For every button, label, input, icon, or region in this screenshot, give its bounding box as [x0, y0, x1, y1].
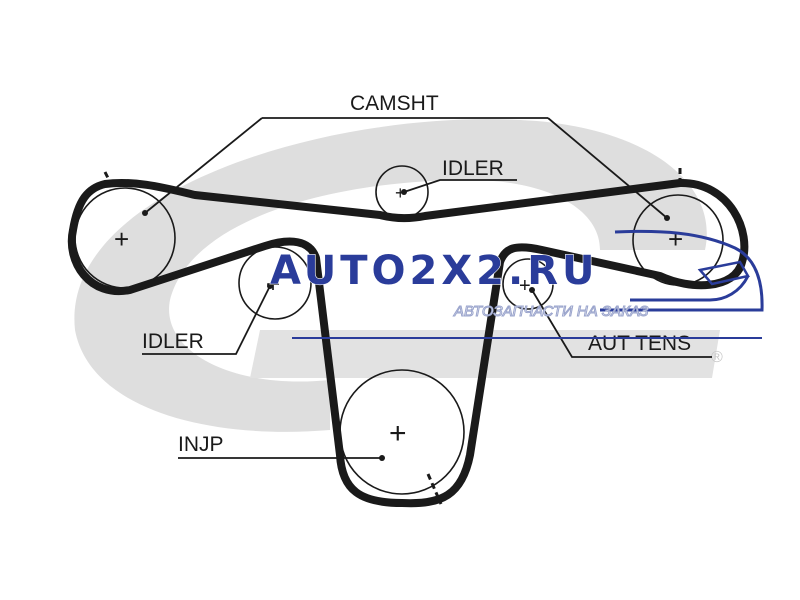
center-mark-tensioner: + [519, 275, 531, 297]
watermark-tagline: АВТОЗАПЧАСТИ НА ЗАКАЗ [453, 303, 649, 320]
watermark-car-icon [600, 229, 764, 312]
leader-idler-left [142, 285, 271, 355]
leader-idler-top [403, 179, 517, 193]
leader-camsht-to-left [144, 117, 263, 214]
timing-mark-left [103, 171, 114, 187]
center-mark-cam-right: + [668, 224, 683, 254]
center-mark-injp: + [389, 417, 407, 450]
watermark: AUTO2X2.RU АВТОЗАПЧАСТИ НА ЗАКАЗ [269, 229, 764, 339]
registered-mark: ® [711, 349, 723, 366]
leader-camsht-to-right [547, 117, 668, 219]
center-mark-idler-top: + [395, 183, 406, 203]
center-mark-idler-left: + [266, 271, 280, 298]
label-aut-tens: AUT TENS [588, 332, 691, 355]
tensioner-pulley [502, 258, 554, 310]
timing-belt [67, 178, 749, 508]
center-mark-cam-left: + [114, 224, 129, 254]
leader-lines [142, 117, 712, 459]
timing-mark-bottom [426, 473, 443, 505]
label-camsht: CAMSHT [350, 92, 439, 115]
leader-dots [142, 189, 670, 461]
timing-marks [103, 168, 682, 505]
leader-aut-tens [531, 289, 712, 358]
label-idler-left: IDLER [142, 330, 204, 353]
watermark-site: AUTO2X2.RU [270, 248, 598, 294]
label-idler-top: IDLER [442, 157, 504, 180]
label-injp: INJP [178, 433, 224, 456]
